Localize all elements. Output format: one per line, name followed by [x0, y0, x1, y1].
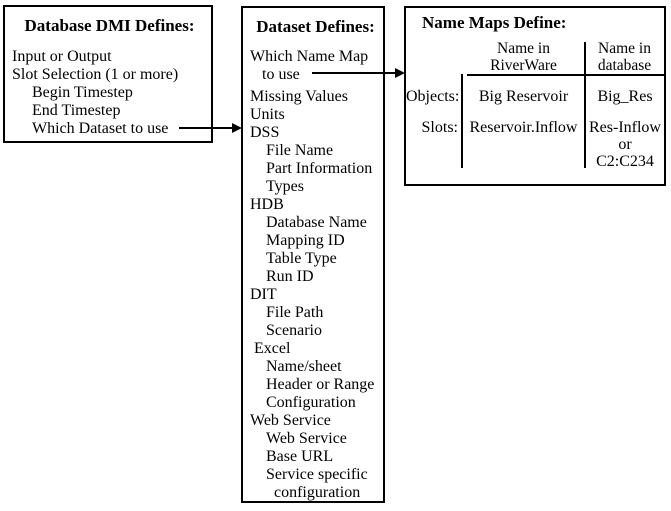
- column-header-name-in-riverware: Name in RiverWare: [490, 40, 557, 74]
- dataset-item: File Path: [266, 304, 324, 321]
- dmi-item: Slot Selection (1 or more): [12, 66, 179, 83]
- dataset-item: configuration: [274, 484, 361, 501]
- arrow-dmi-to-dataset-line: [179, 127, 234, 129]
- dataset-item: Web Service: [250, 412, 331, 429]
- dataset-item: Table Type: [266, 250, 337, 267]
- column-header-name-in-database: Name in database: [597, 40, 652, 74]
- dataset-item: Database Name: [266, 214, 367, 231]
- name-maps-box: Name Maps Define: Name in RiverWare Name…: [404, 6, 666, 186]
- dataset-item: Missing Values: [250, 88, 348, 105]
- dataset-item: DIT: [250, 286, 277, 303]
- table-rule-vertical-left: [461, 74, 463, 168]
- database-dmi-box: Database DMI Defines: Input or Output Sl…: [3, 5, 213, 143]
- dataset-item: Which Name Map: [250, 48, 369, 65]
- dataset-item: Scenario: [266, 322, 322, 339]
- dmi-item: Input or Output: [12, 48, 112, 65]
- dmi-item: End Timestep: [32, 102, 121, 119]
- database-dmi-title: Database DMI Defines:: [24, 16, 195, 35]
- dataset-item: Run ID: [266, 268, 314, 285]
- name-maps-title: Name Maps Define:: [422, 13, 567, 32]
- dataset-title: Dataset Defines:: [256, 17, 375, 36]
- arrow-right-icon: [232, 123, 242, 133]
- dataset-item: File Name: [266, 142, 334, 159]
- arrow-dataset-to-namemap-line: [312, 72, 397, 74]
- dataset-item: Web Service: [266, 430, 347, 447]
- dataset-item: Mapping ID: [266, 232, 345, 249]
- dataset-item: Header or Range: [266, 376, 375, 393]
- dataset-item: Types: [266, 178, 304, 195]
- dataset-item: Base URL: [266, 448, 334, 465]
- table-rule-vertical-right: [584, 42, 586, 168]
- slots-riverware-name: Reservoir.Inflow: [469, 119, 578, 136]
- dmi-item: Which Dataset to use: [32, 120, 169, 137]
- objects-riverware-name: Big Reservoir: [478, 88, 569, 105]
- dataset-item: Units: [250, 106, 285, 123]
- row-label-slots: Slots:: [421, 119, 458, 136]
- dataset-item: Part Information: [266, 160, 373, 177]
- dataset-box: Dataset Defines: Which Name Map to use M…: [241, 6, 385, 503]
- dataset-item: Excel: [254, 340, 291, 357]
- dataset-item: DSS: [250, 124, 280, 141]
- dmi-item: Begin Timestep: [32, 84, 133, 101]
- dataset-item: Service specific: [266, 466, 368, 483]
- arrow-right-icon: [395, 68, 405, 78]
- slots-database-name: Res-Inflow or C2:C234: [589, 119, 661, 170]
- dataset-item: Configuration: [266, 394, 356, 411]
- table-rule-horizontal: [467, 74, 664, 76]
- dataset-item: HDB: [250, 196, 284, 213]
- dataset-item: Name/sheet: [266, 358, 342, 375]
- row-label-objects: Objects:: [406, 88, 460, 105]
- objects-database-name: Big_Res: [597, 88, 653, 105]
- dataset-item: to use: [262, 66, 300, 83]
